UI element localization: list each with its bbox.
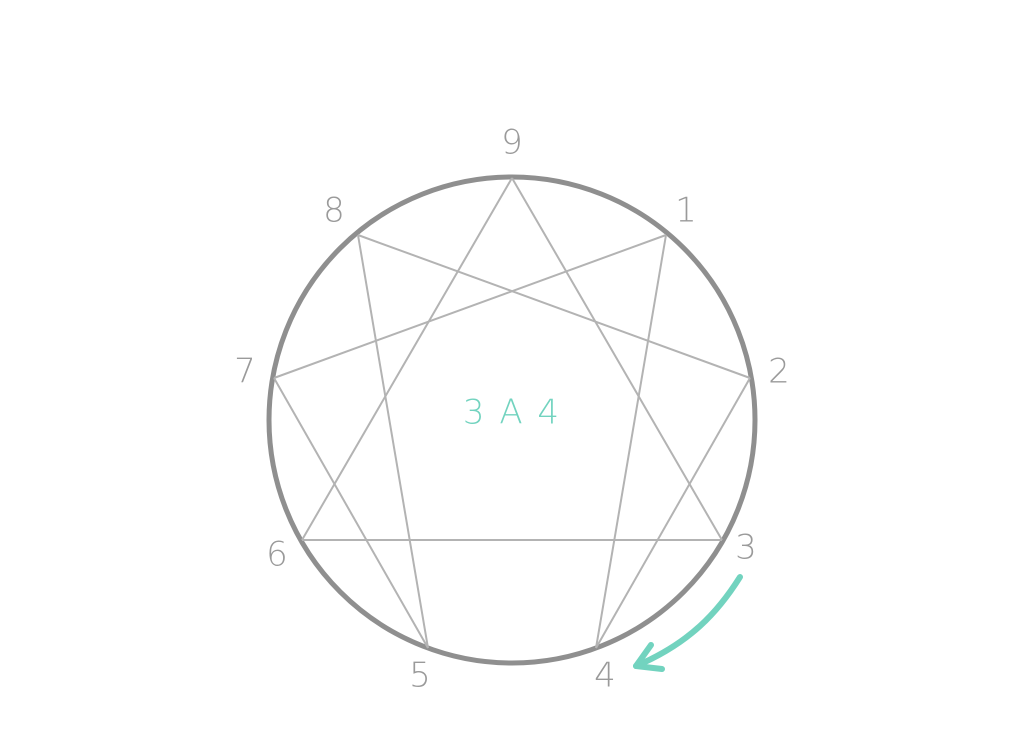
line-1-4: [595, 234, 667, 649]
point-label-4: 4: [594, 656, 616, 696]
line-5-7: [273, 377, 429, 649]
point-label-7: 7: [234, 352, 256, 392]
point-label-2: 2: [768, 352, 790, 392]
point-label-1: 1: [675, 191, 697, 231]
line-2-8: [357, 234, 751, 379]
curved-arrow-3-to-4-icon: [633, 574, 743, 672]
line-7-1: [273, 234, 667, 379]
point-label-3: 3: [735, 528, 757, 568]
point-label-8: 8: [323, 191, 345, 231]
center-label: 3 A 4: [463, 393, 561, 433]
enneagram-circle: [266, 174, 758, 666]
enneagram-lines: [273, 177, 751, 649]
point-label-6: 6: [266, 535, 288, 575]
line-6-9: [301, 177, 513, 541]
line-4-2: [595, 377, 751, 649]
point-label-9: 9: [501, 123, 523, 163]
line-9-3: [511, 177, 723, 541]
point-label-5: 5: [409, 656, 431, 696]
line-8-5: [357, 234, 429, 649]
